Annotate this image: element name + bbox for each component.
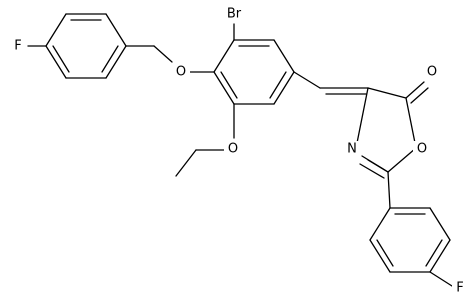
atom-label-o-ring: O xyxy=(413,141,431,157)
atom-f-bottom: F xyxy=(456,281,463,296)
atom-label-o-ethoxy: O xyxy=(224,140,242,157)
bond-ring-to-f-bottom xyxy=(429,271,453,287)
atom-label-o-carbonyl: O xyxy=(423,64,441,80)
bond-ethoxy-2 xyxy=(175,149,197,177)
bond-carbonyl-b xyxy=(410,87,429,104)
bond-benzyl-ch2-2 xyxy=(153,45,173,63)
fluorophenyl-ring-top xyxy=(45,13,127,79)
atom-f-top: F xyxy=(14,39,21,54)
atom-label-f-bottom: F xyxy=(452,280,468,296)
atom-label-n-ring: N xyxy=(343,141,361,157)
atom-o-ring: O xyxy=(417,142,427,157)
fluorophenyl-ring-bottom xyxy=(369,207,451,273)
atom-n-ring: N xyxy=(347,142,357,157)
oxazolone-ring xyxy=(355,87,417,173)
atom-label-o-benzyl: O xyxy=(172,64,190,80)
atom-o-benzyl: O xyxy=(176,65,186,80)
atom-label-f-top: F xyxy=(10,38,26,54)
bond-ring-to-ch xyxy=(293,71,321,89)
atom-o-ethoxy: O xyxy=(228,142,238,157)
atom-label-br: Br xyxy=(222,6,246,22)
bond-carbonyl-a xyxy=(405,81,425,99)
central-benzene-ring xyxy=(213,39,295,105)
bond-c2-n-double-b xyxy=(359,163,385,179)
bond-c2-to-phenyl xyxy=(387,171,391,209)
atom-o-carbonyl: O xyxy=(427,65,437,80)
atom-br: Br xyxy=(227,7,242,22)
bond-c2-n-double-a xyxy=(361,155,389,173)
